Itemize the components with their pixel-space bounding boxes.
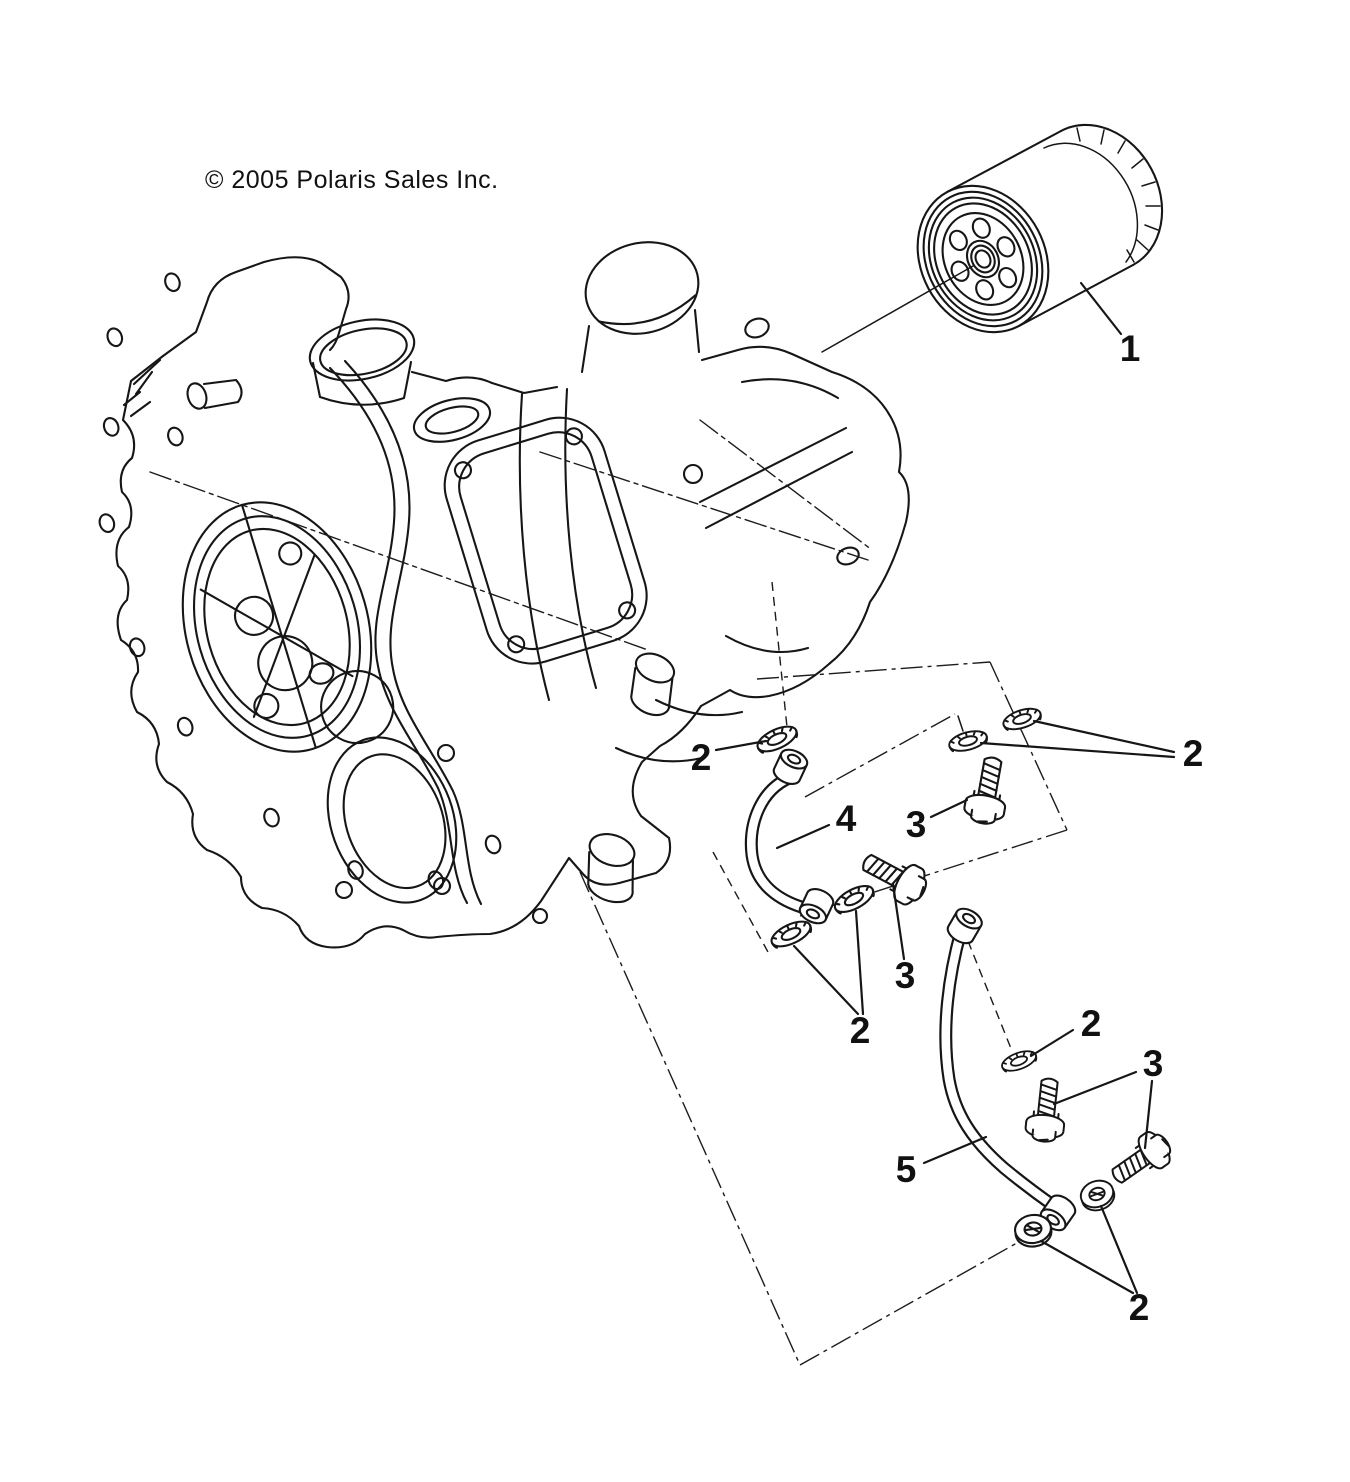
leader-line <box>854 909 865 1016</box>
leader-line <box>775 823 831 850</box>
sealing-washer <box>998 1046 1040 1076</box>
callout-2-mid-right: 2 <box>1183 733 1204 774</box>
phantom-line <box>579 871 801 1366</box>
sealing-washer <box>999 703 1045 735</box>
banjo-bolt <box>1102 1124 1179 1195</box>
callout-1-oil-filter: 1 <box>1120 328 1141 369</box>
sealing-washer <box>946 726 990 756</box>
callout-2-mid-left: 2 <box>691 737 712 778</box>
leader-line <box>929 798 969 819</box>
banjo-fitting <box>943 903 987 949</box>
callout-3-mid-lower: 3 <box>895 955 916 996</box>
phantom-line <box>799 1238 1025 1366</box>
leader-line <box>1032 719 1176 754</box>
leader-line <box>1099 1204 1139 1295</box>
alignment-line <box>967 940 1013 1052</box>
oil-line-upper-group <box>744 703 1045 953</box>
leader-line <box>922 1135 988 1165</box>
leader-line <box>1143 1079 1154 1150</box>
leader-line <box>1039 1239 1135 1295</box>
leader-line <box>792 944 860 1016</box>
callout-4-oil-line: 4 <box>836 798 857 839</box>
callout-2-low-bottom: 2 <box>1129 1287 1150 1328</box>
leader-line <box>1029 1028 1075 1058</box>
phantom-line <box>756 661 991 680</box>
phantom-line <box>804 713 956 798</box>
callout-2-mid-bottom: 2 <box>850 1010 871 1051</box>
oil-line-4 <box>744 771 815 916</box>
phantom-construction-lines <box>579 581 1068 1366</box>
leader-line <box>1079 281 1123 336</box>
leader-line <box>979 741 1176 759</box>
phantom-line <box>771 581 788 728</box>
callout-3-low: 3 <box>1143 1043 1164 1084</box>
sealing-washer <box>829 879 879 919</box>
banjo-bolt <box>1023 1075 1070 1145</box>
engine-crankcase-drawing <box>98 241 910 949</box>
sealing-washer <box>1076 1175 1120 1216</box>
leader-line <box>714 739 768 752</box>
callout-2-low-top: 2 <box>1081 1003 1102 1044</box>
callout-5-oil-line: 5 <box>896 1149 917 1190</box>
oil-line-lower-group <box>939 903 1179 1250</box>
sealing-washer <box>766 915 816 953</box>
banjo-bolt <box>961 753 1015 828</box>
copyright-notice: © 2005 Polaris Sales Inc. <box>205 166 499 194</box>
phantom-line <box>712 851 769 953</box>
leader-line <box>1052 1070 1138 1106</box>
oil-filter-drawing <box>821 123 1164 353</box>
alignment-tick <box>957 715 964 732</box>
leader-lines <box>714 281 1176 1295</box>
leader-line <box>891 882 906 961</box>
callout-3-mid-upper: 3 <box>906 804 927 845</box>
filter-alignment-line <box>821 265 974 353</box>
